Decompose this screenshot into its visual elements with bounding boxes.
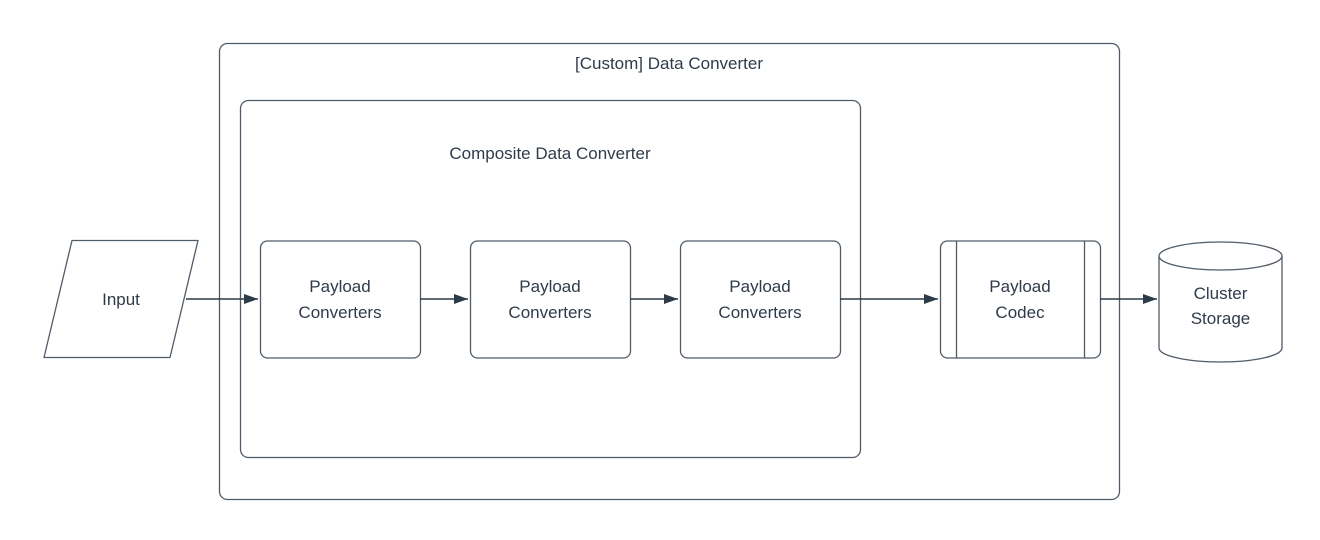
- payload-converter-1-label: Payload Converters: [298, 277, 382, 322]
- cluster-storage-top-rim: [1158, 241, 1283, 271]
- cluster-storage-label: Cluster Storage: [1190, 283, 1251, 329]
- input-node-shape: [43, 239, 199, 359]
- custom-data-converter-title: [Custom] Data Converter: [574, 54, 763, 73]
- payload-codec-label: Payload Codec: [989, 277, 1051, 322]
- composite-data-converter-container: [239, 99, 862, 459]
- composite-data-converter-title: Composite Data Converter: [449, 144, 651, 163]
- cluster-storage-body-shape: [1158, 256, 1283, 363]
- custom-data-converter-container: [218, 42, 1121, 501]
- input-node-label: Input: [102, 289, 140, 309]
- payload-converter-2-label: Payload Converters: [508, 277, 592, 322]
- payload-converter-3-label: Payload Converters: [718, 277, 802, 322]
